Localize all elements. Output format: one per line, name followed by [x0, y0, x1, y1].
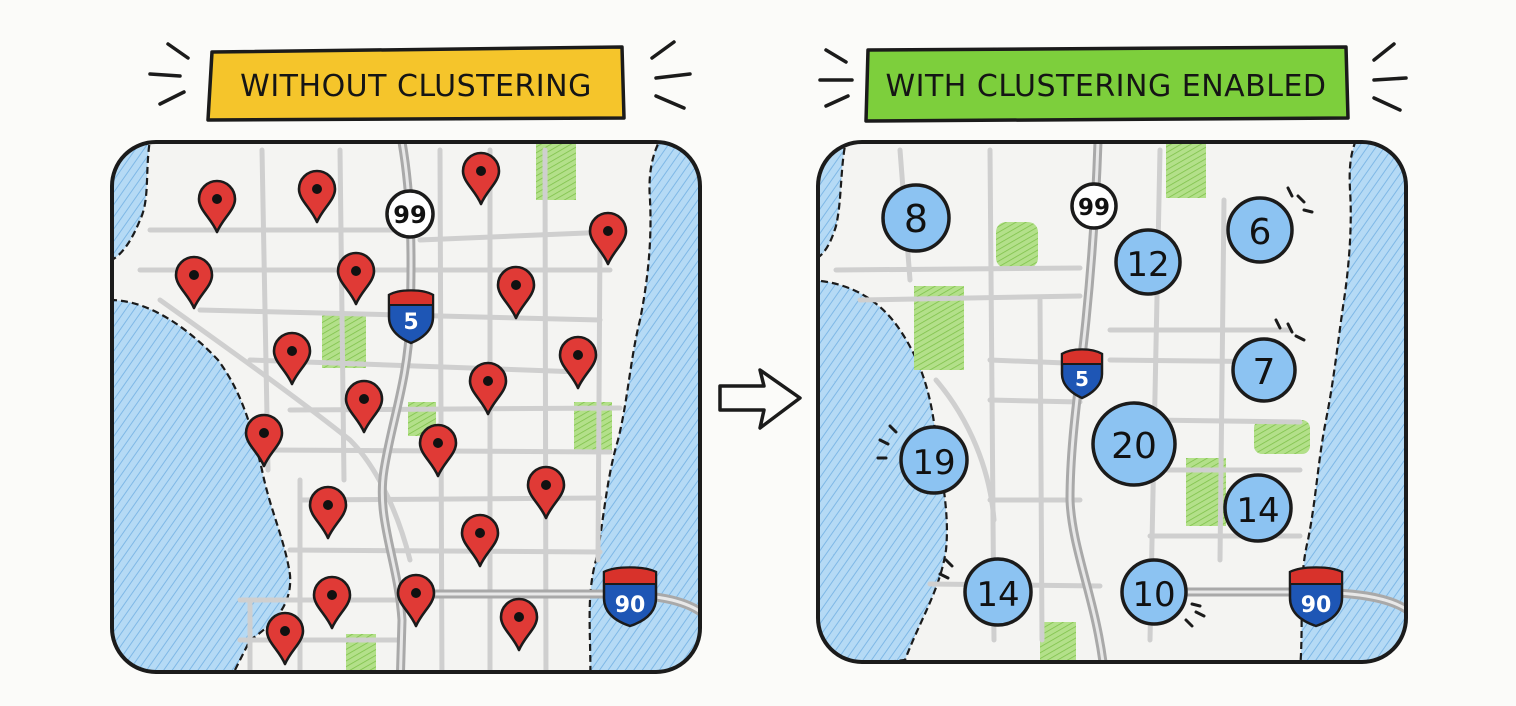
left-title-banner: WITHOUT CLUSTERING: [206, 45, 626, 122]
cluster-marker: 6: [1226, 196, 1294, 264]
cluster-count: 14: [976, 575, 1019, 615]
left-water-lake: [588, 142, 700, 672]
svg-text:90: 90: [615, 593, 646, 618]
right-park: [1254, 420, 1310, 454]
left-water-bay: [112, 298, 292, 672]
cluster-count: 6: [1249, 212, 1272, 253]
cluster-marker: 14: [1223, 473, 1293, 543]
cluster-count: 12: [1126, 245, 1169, 285]
svg-text:99: 99: [1078, 195, 1110, 221]
right-title-banner: WITH CLUSTERING ENABLED: [864, 45, 1350, 123]
right-panel-title: WITH CLUSTERING ENABLED: [885, 69, 1326, 104]
left-route-99-sign: 99: [385, 189, 435, 239]
cluster-count: 20: [1111, 426, 1157, 467]
cluster-count: 8: [904, 197, 928, 241]
cluster-count: 10: [1132, 575, 1175, 615]
left-panel-title: WITHOUT CLUSTERING: [240, 69, 592, 104]
right-map: 99 5 90 8 12 6: [816, 140, 1408, 664]
left-map: 99 5 90: [110, 140, 702, 674]
right-interstate-90-shield: 90: [1288, 566, 1344, 628]
svg-text:5: 5: [1075, 367, 1089, 391]
left-interstate-5-shield: 5: [387, 289, 435, 345]
cluster-marker: 7: [1231, 337, 1297, 403]
right-arrow-icon: [718, 368, 802, 430]
cluster-marker: 10: [1120, 558, 1188, 626]
right-water-bay: [818, 278, 949, 662]
right-park: [996, 222, 1038, 268]
cluster-marker: 8: [881, 183, 951, 253]
right-park: [1166, 142, 1206, 198]
cluster-marker: 20: [1091, 401, 1177, 487]
cluster-marker: 14: [963, 557, 1033, 627]
left-interstate-90-shield: 90: [602, 566, 658, 628]
cluster-count: 19: [912, 443, 955, 483]
left-park: [536, 142, 576, 200]
svg-text:90: 90: [1301, 593, 1332, 618]
cluster-marker: 19: [899, 425, 969, 495]
right-park: [1040, 622, 1076, 662]
right-interstate-5-shield: 5: [1060, 348, 1104, 400]
right-clusters: 8 12 6 7 19 20: [881, 183, 1297, 627]
left-title-emphasis-marks: [148, 40, 692, 110]
right-route-99-sign: 99: [1070, 182, 1118, 230]
cluster-count: 7: [1253, 352, 1276, 393]
cluster-count: 14: [1236, 491, 1279, 531]
cluster-marker: 12: [1114, 228, 1182, 296]
svg-text:99: 99: [393, 201, 426, 229]
cluster-emphasis-marks: [876, 186, 1314, 628]
right-title-emphasis-marks: [818, 42, 1408, 112]
svg-text:5: 5: [403, 310, 418, 335]
left-streets: [137, 147, 623, 672]
